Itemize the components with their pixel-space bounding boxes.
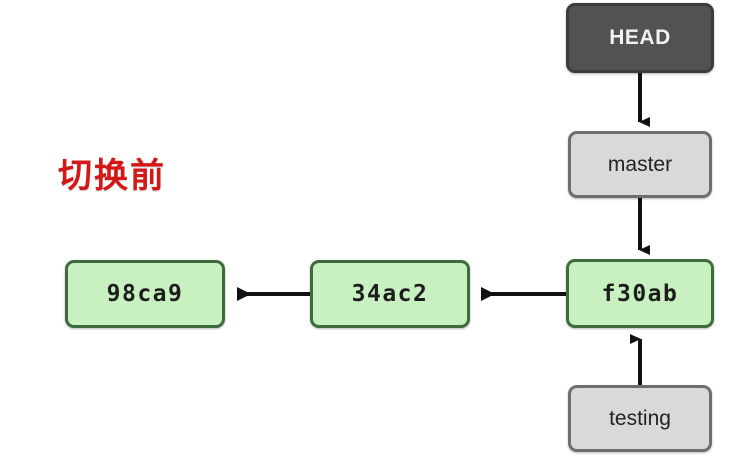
- node-commit-98ca9[interactable]: 98ca9: [65, 260, 225, 328]
- node-commit-f30ab[interactable]: f30ab: [566, 259, 714, 328]
- node-branch-testing[interactable]: testing: [568, 385, 712, 452]
- caption-before-switch: 切换前: [58, 156, 166, 196]
- node-branch-master[interactable]: master: [568, 131, 712, 198]
- node-commit-34ac2[interactable]: 34ac2: [310, 260, 470, 328]
- node-head-pointer[interactable]: HEAD: [566, 3, 714, 73]
